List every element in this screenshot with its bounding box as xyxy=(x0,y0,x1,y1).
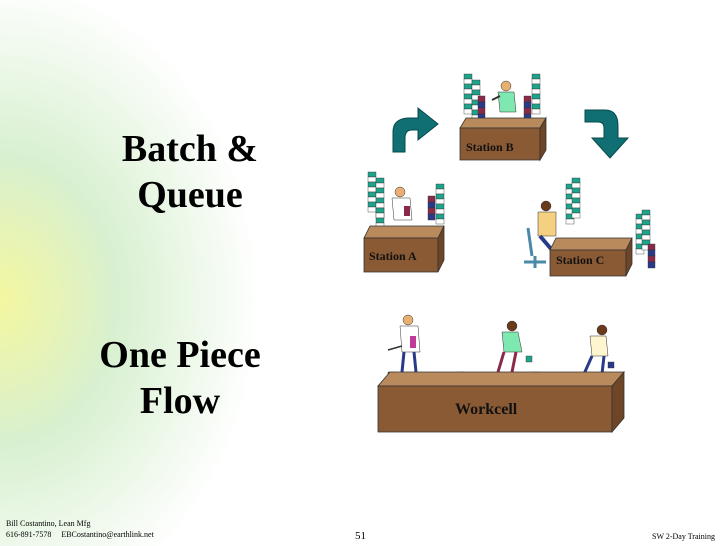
person-icon xyxy=(496,320,523,373)
station-b-label: Station B xyxy=(466,140,514,154)
heading-flow-line1: One Piece xyxy=(99,334,261,376)
part-stack-icon xyxy=(367,171,377,213)
part-stack-icon xyxy=(463,73,473,115)
station-b-group: Station B xyxy=(459,73,547,162)
person-icon xyxy=(391,186,413,221)
part-icon xyxy=(607,361,615,369)
part-stack-icon xyxy=(435,183,445,225)
station-a-label: Station A xyxy=(369,249,417,263)
heading-batch-queue: Batch & Queue xyxy=(60,126,320,218)
person-icon xyxy=(491,80,517,113)
heading-batch-line2: Queue xyxy=(137,174,243,216)
chair-icon xyxy=(524,227,546,268)
workcell-group: Workcell xyxy=(377,314,625,434)
part-stack-icon xyxy=(531,73,541,115)
part-stack-icon xyxy=(523,95,532,121)
station-c-group: Station C xyxy=(524,177,656,277)
page-number: 51 xyxy=(355,530,366,542)
heading-batch-line1: Batch & xyxy=(121,128,259,170)
footer-left: Bill Costantino, Lean Mfg 616-891-7578 E… xyxy=(6,518,154,540)
part-icon xyxy=(525,355,533,363)
heading-one-piece-flow: One Piece Flow xyxy=(60,332,300,424)
part-stack-icon xyxy=(647,243,656,269)
heading-flow-line2: Flow xyxy=(139,380,221,422)
curved-arrow-icon xyxy=(584,109,630,159)
part-stack-icon xyxy=(427,195,436,221)
station-a-group: Station A xyxy=(363,171,445,273)
footer-contact: 616-891-7578 EBCostantino@earthlink.net xyxy=(6,530,154,539)
footer-author: Bill Costantino, Lean Mfg xyxy=(6,519,91,528)
part-stack-icon xyxy=(571,177,581,219)
person-icon xyxy=(387,314,421,373)
workcell-label: Workcell xyxy=(455,401,518,418)
person-icon xyxy=(582,324,609,375)
curved-arrow-icon xyxy=(392,106,439,153)
station-c-label: Station C xyxy=(556,253,604,267)
part-stack-icon xyxy=(477,95,486,121)
footer-course: SW 2-Day Training xyxy=(652,532,715,541)
